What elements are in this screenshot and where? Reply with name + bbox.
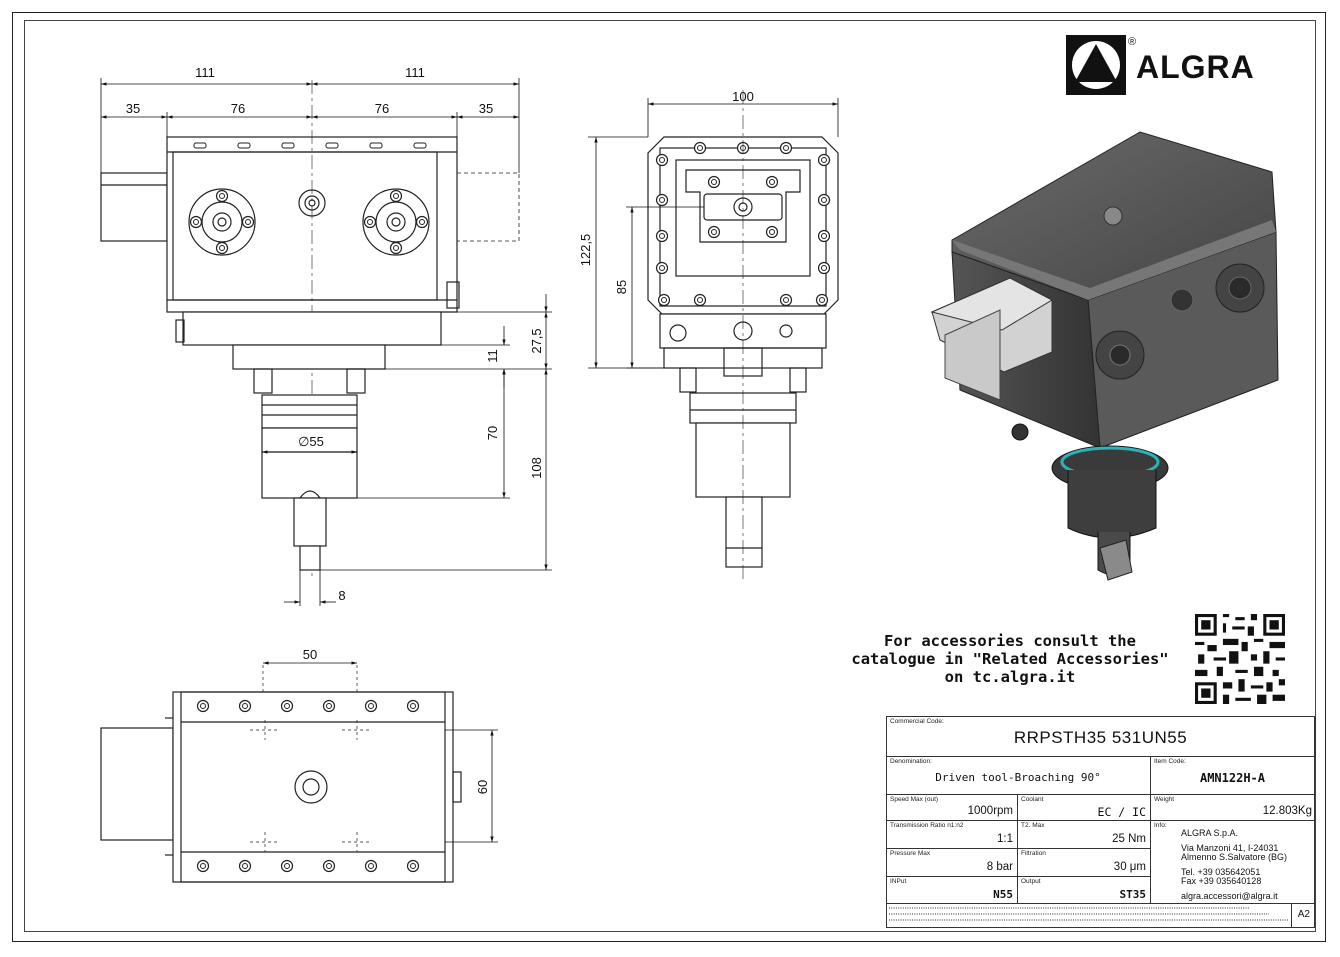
algra-triangle-icon	[1066, 35, 1126, 95]
weight-value: 12.803Kg	[1262, 805, 1312, 817]
dim-35-left: 35	[126, 101, 140, 116]
note-line-3: on tc.algra.it	[944, 668, 1076, 686]
commercial-code-cell: Commercial Code: RRPSTH35 531UN55	[887, 717, 1316, 757]
denomination: Driven tool-Broaching 90°	[935, 771, 1101, 784]
dim-108: 108	[529, 457, 544, 479]
note-line-1: For accessories consult the	[884, 632, 1136, 650]
dim-35-right: 35	[479, 101, 493, 116]
dim-11: 11	[485, 349, 500, 363]
drawing-frame-outer	[12, 12, 1326, 942]
dim-76-right: 76	[375, 101, 389, 116]
info-company: ALGRA S.p.A.	[1181, 828, 1239, 838]
speed-value: 1000rpm	[967, 805, 1013, 817]
accessories-note: For accessories consult the catalogue in…	[836, 632, 1184, 686]
sheet-size: A2	[1297, 909, 1310, 920]
qr-code-icon[interactable]	[1195, 614, 1285, 704]
algra-logo: ALGRA	[1066, 34, 1255, 96]
info-tel: Tel. +39 035642051	[1181, 867, 1261, 877]
brand-name: ALGRA	[1136, 48, 1255, 85]
speed-cell: Speed Max (out) 1000rpm	[887, 795, 1018, 821]
title-block: Commercial Code: RRPSTH35 531UN55 Denomi…	[886, 716, 1316, 928]
dim-27-5: 27,5	[529, 328, 544, 353]
input-value: N55	[993, 888, 1013, 901]
isometric-render	[930, 131, 1279, 581]
fine-print-strip	[889, 907, 1289, 921]
pressure-value: 8 bar	[986, 861, 1013, 873]
coolant-value: EC / IC	[1097, 805, 1146, 819]
dim-50: 50	[303, 647, 317, 662]
dim-100: 100	[732, 89, 754, 104]
commercial-code: RRPSTH35 531UN55	[1013, 728, 1188, 747]
dim-diameter-55: ∅55	[298, 434, 324, 449]
dim-60: 60	[475, 780, 490, 794]
info-address-2: Almenno S.Salvatore (BG)	[1181, 852, 1288, 862]
info-address-1: Via Manzoni 41, I-24031	[1181, 843, 1279, 853]
denomination-cell: Denomination: Driven tool-Broaching 90°	[887, 757, 1151, 795]
torque-value: 25 Nm	[1112, 833, 1146, 845]
filtration-value: 30 μm	[1113, 861, 1146, 873]
dim-70: 70	[485, 426, 500, 440]
dim-122-5: 122,5	[578, 234, 593, 267]
drawing-frame-inner	[24, 20, 1316, 932]
dim-111-right: 111	[405, 65, 425, 80]
output-cell: Output ST35	[1018, 877, 1151, 904]
ratio-value: 1:1	[997, 833, 1013, 845]
side-view	[647, 90, 839, 580]
filtration-cell: Filtration 30 μm	[1018, 849, 1151, 877]
output-value: ST35	[1119, 888, 1147, 901]
dim-85: 85	[614, 280, 629, 294]
note-line-2: catalogue in "Related Accessories"	[851, 650, 1169, 668]
front-view	[100, 80, 520, 580]
top-view	[100, 665, 462, 883]
info-email[interactable]: algra.accessori@algra.it	[1181, 891, 1278, 901]
input-cell: INPut N55	[887, 877, 1018, 904]
item-code-cell: Item Code: AMN122H-A	[1151, 757, 1316, 795]
registered-mark: ®	[1128, 36, 1137, 48]
dim-8: 8	[338, 588, 345, 603]
torque-cell: T2. Max 25 Nm	[1018, 821, 1151, 849]
dim-76-left: 76	[231, 101, 245, 116]
pressure-cell: Pressure Max 8 bar	[887, 849, 1018, 877]
info-cell: Info:	[1151, 821, 1316, 904]
dim-111-left: 111	[195, 65, 215, 80]
weight-cell: Weight 12.803Kg	[1151, 795, 1316, 821]
coolant-cell: Coolant EC / IC	[1018, 795, 1151, 821]
item-code: AMN122H-A	[1199, 771, 1266, 785]
ratio-cell: Transmission Ratio n1:n2 1:1	[887, 821, 1018, 849]
info-fax: Fax +39 035640128	[1181, 876, 1262, 886]
